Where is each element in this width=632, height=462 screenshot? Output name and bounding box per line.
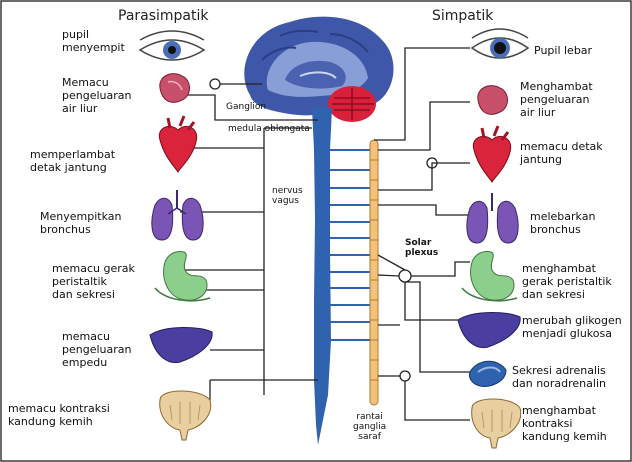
symp-salivary-label: Menghambat pengeluaran air liur [520, 80, 593, 119]
para-bladder-label: memacu kontraksi kandung kemih [8, 402, 110, 428]
spinal-cord [312, 108, 332, 445]
solar-plexus-label: Solar plexus [405, 238, 438, 258]
cerebellum [328, 86, 376, 122]
sympathetic-nerve-lines [374, 48, 470, 420]
parasympathetic-heading: Parasimpatik [118, 8, 209, 24]
right-bladder [472, 399, 521, 448]
right-lungs [467, 193, 518, 243]
left-stomach [155, 251, 210, 300]
para-stomach-label: memacu gerak peristaltik dan sekresi [52, 262, 135, 301]
right-adrenal-gland [469, 361, 506, 386]
right-eye [472, 29, 528, 58]
para-liver-label: memacu pengeluaran empedu [62, 330, 131, 369]
para-eye-label: pupil menyempit [62, 28, 125, 54]
right-liver [458, 312, 520, 347]
left-lungs [152, 190, 203, 240]
medulla-oblongata-label: medula oblongata [228, 124, 310, 134]
symp-stomach-label: menghambat gerak peristaltik dan sekresi [522, 262, 612, 301]
sympathetic-ganglion-chain [370, 140, 378, 405]
symp-lungs-label: melebarkan bronchus [530, 210, 595, 236]
symp-adrenal-label: Sekresi adrenalis dan noradrenalin [512, 364, 606, 390]
sympathetic-heading: Simpatik [432, 8, 493, 24]
left-bladder [160, 391, 211, 440]
para-heart-label: memperlambat detak jantung [30, 148, 115, 174]
nervus-vagus-label: nervus vagus [272, 186, 303, 206]
left-salivary-gland [160, 74, 190, 103]
left-liver [150, 327, 212, 362]
symp-heart-label: memacu detak jantung [520, 140, 603, 166]
rantai-ganglia-saraf-label: rantai ganglia saraf [353, 412, 386, 442]
left-heart [159, 116, 196, 172]
para-salivary-label: Memacu pengeluaran air liur [62, 76, 131, 115]
para-lungs-label: Menyempitkan bronchus [40, 210, 121, 236]
left-eye [140, 31, 204, 60]
symp-eye-label: Pupil lebar [534, 44, 592, 57]
right-heart [473, 126, 510, 182]
symp-bladder-label: menghambat kontraksi kandung kemih [522, 404, 607, 443]
right-stomach [462, 251, 517, 300]
symp-liver-label: merubah glikogen menjadi glukosa [522, 314, 622, 340]
right-salivary-gland [478, 86, 508, 115]
ganglion-label: Ganglion [226, 102, 266, 112]
spinal-nerve-stubs [330, 150, 370, 340]
